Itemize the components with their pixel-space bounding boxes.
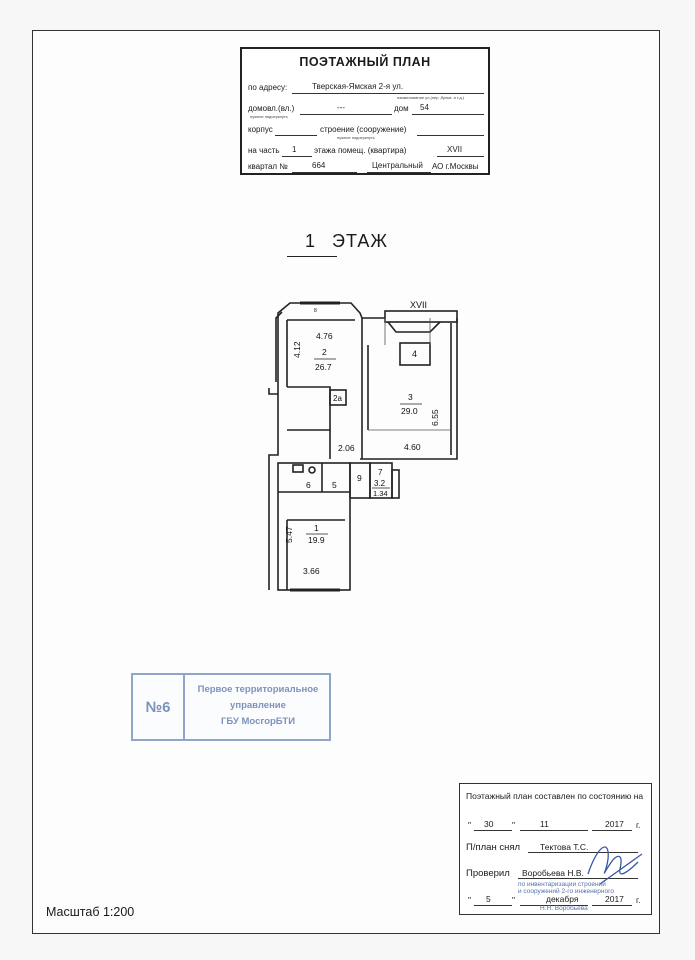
domovl-label: домовл.(вл.) — [248, 104, 295, 113]
room7-number: 7 — [378, 468, 383, 477]
month1: 11 — [540, 819, 549, 829]
floor-underline — [287, 256, 337, 257]
address-value: Тверская-Ямская 2-я ул. — [312, 82, 404, 91]
floor-number: 1 — [305, 231, 316, 251]
dom-label: дом — [394, 104, 409, 113]
month2: декабря — [546, 894, 579, 904]
korpus-label: корпус — [248, 125, 273, 134]
stamp-line3: Н.Н. Воробьева — [540, 905, 588, 912]
okrug-value: Центральный — [372, 161, 423, 170]
checked-name: Воробьева Н.В. — [522, 868, 584, 878]
corridor-width: 2.06 — [338, 443, 355, 453]
room1-number: 1 — [314, 523, 319, 533]
domovl-hint: нужное подчеркнуть — [250, 114, 288, 119]
signature-icon — [587, 846, 643, 885]
room9-number: 9 — [357, 473, 362, 483]
floor-value: XVII — [447, 145, 463, 154]
room3-width: 4.60 — [404, 442, 421, 452]
stamp-line1: по инвентаризации строений — [518, 881, 606, 888]
part-value: 1 — [292, 145, 297, 154]
room8-number: 8 — [314, 308, 317, 314]
room5-number: 5 — [332, 480, 337, 490]
header-box: ПОЭТАЖНЫЙ ПЛАН по адресу: Тверская-Ямска… — [240, 47, 490, 175]
kvartal-label: квартал № — [248, 162, 288, 171]
plan-walls — [268, 301, 458, 592]
room2a-number: 2а — [333, 394, 342, 403]
stamp-number: №6 — [133, 675, 185, 739]
domovl-value: --- — [337, 103, 345, 112]
checked-label: Проверил — [466, 868, 510, 879]
stroenie-hint: нужное подчеркнуть — [337, 135, 375, 140]
room3-area: 29.0 — [401, 406, 418, 416]
year2: 2017 — [605, 894, 624, 904]
room2-number: 2 — [322, 347, 327, 357]
day1: 30 — [484, 819, 494, 829]
plan-by-label: П/план снял — [466, 842, 521, 853]
day2: 5 — [486, 894, 491, 904]
scale-label: Масштаб 1:200 — [46, 905, 135, 919]
stroenie-label: строение (сооружение) — [320, 125, 407, 134]
room1-width: 3.66 — [303, 566, 320, 576]
room7-width: 1.34 — [373, 489, 388, 498]
plan-details — [368, 318, 450, 431]
room7-area: 3.2 — [374, 479, 386, 488]
city-label: АО г.Москвы — [432, 162, 479, 171]
floor-label: ЭТАЖ — [332, 231, 388, 251]
part-label: на часть — [248, 146, 280, 155]
room3-height: 6.55 — [430, 409, 440, 426]
room2-height: 4.12 — [292, 341, 302, 358]
header-title: ПОЭТАЖНЫЙ ПЛАН — [299, 55, 431, 69]
stamp-text: Первое территориальное управление ГБУ Мо… — [197, 684, 319, 727]
room4-number: 4 — [412, 349, 417, 359]
room2-area: 26.7 — [315, 362, 332, 372]
room1-height: 5.47 — [284, 526, 294, 543]
room6-number: 6 — [306, 480, 311, 490]
bti-stamp: №6 Первое территориальное управление ГБУ… — [131, 673, 331, 741]
plan-by-name: Тектова Т.С. — [540, 842, 589, 852]
address-label: по адресу: — [248, 83, 288, 92]
floor-label: этажа помещ. (квартира) — [314, 146, 407, 155]
room2-width: 4.76 — [316, 331, 333, 341]
section-label: XVII — [410, 300, 427, 310]
stamp-line2: и сооружений 2-го инженерного — [518, 888, 614, 895]
dom-value: 54 — [420, 103, 429, 112]
room3-number: 3 — [408, 392, 413, 402]
state-line: Поэтажный план составлен по состоянию на — [466, 791, 644, 801]
certification-box: Поэтажный план составлен по состоянию на… — [459, 783, 652, 915]
kvartal-value: 664 — [312, 161, 326, 170]
room1-area: 19.9 — [308, 535, 325, 545]
address-hint: наименование ул.(пер.,бульв. и т.д.) — [397, 95, 465, 100]
year1: 2017 — [605, 819, 624, 829]
